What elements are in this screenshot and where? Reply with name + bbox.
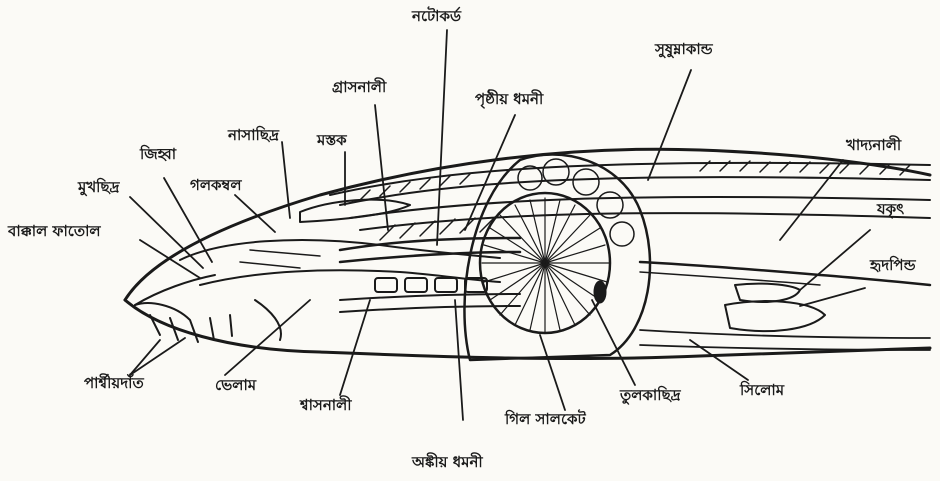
- velum-outline: [255, 300, 281, 340]
- label-buccal-funnel: গলকম্বল: [190, 178, 242, 193]
- label-coelom: সিলোম: [740, 383, 784, 398]
- mouth-tentacles: [135, 303, 232, 342]
- label-ventral-aorta: অঙ্কীয় ধমনী: [412, 455, 483, 470]
- label-buccal-cavity: বাক্কাল ফাতোল: [8, 224, 101, 239]
- label-dorsal-aorta: পৃষ্ঠীয় ধমনী: [475, 92, 543, 107]
- label-heart: হৃদপিন্ড: [870, 258, 916, 273]
- body-outline: [125, 149, 930, 300]
- label-brain: মস্তক: [317, 133, 347, 148]
- label-nerve-cord: সুষুম্নাকান্ড: [655, 42, 713, 57]
- liver-outline: [735, 284, 800, 302]
- label-nostril: নাসাছিদ্র: [228, 128, 279, 143]
- label-velum: ভেলাম: [215, 378, 256, 393]
- atrial-opening-mark: [594, 281, 606, 303]
- heart-outline: [725, 301, 825, 331]
- label-liver: যকৃৎ: [877, 202, 904, 217]
- label-atrial-opening: তুলকাছিদ্র: [620, 388, 681, 403]
- label-mouth: মুখছিদ্র: [78, 180, 120, 195]
- label-gill-pouch: গিল সালকেট: [505, 412, 586, 427]
- label-intestine: খাদ্যনালী: [846, 138, 901, 153]
- label-lateral-teeth: পার্শ্বীয়দাঁত: [84, 376, 144, 391]
- leader-lines: [130, 30, 870, 420]
- label-trachea: শ্বাসনালী: [300, 398, 352, 413]
- coelom-lines: [640, 330, 930, 338]
- label-tongue: জিহ্বা: [140, 147, 176, 162]
- label-notochord: নটোকর্ড: [412, 9, 461, 24]
- label-pharynx: গ্রাসনালী: [332, 80, 386, 95]
